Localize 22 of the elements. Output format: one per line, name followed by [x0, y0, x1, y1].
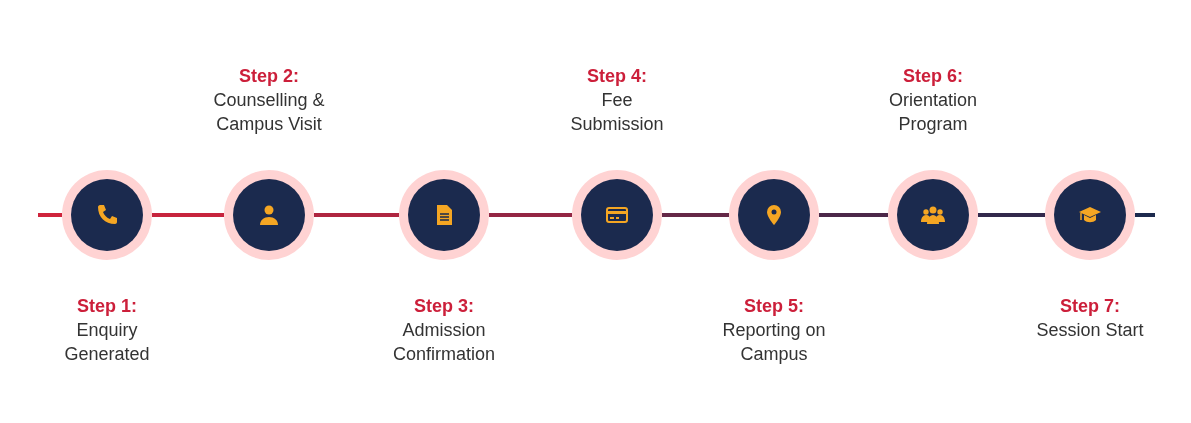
step-number: Step 6: [902, 65, 964, 88]
step-number: Step 3: [413, 295, 475, 318]
timeline-line [819, 213, 888, 217]
step-title: Fee Submission [569, 89, 665, 136]
step-title: Admission Confirmation [391, 319, 496, 366]
timeline-line [489, 213, 572, 217]
step-title: Enquiry Generated [63, 319, 151, 366]
step-number: Step 5: [743, 295, 805, 318]
timeline-line [662, 213, 729, 217]
timeline-line [38, 213, 62, 217]
step-title: Reporting on Campus [721, 319, 827, 366]
step-title: Session Start [1035, 319, 1145, 342]
timeline-line [978, 213, 1045, 217]
timeline-line [1135, 213, 1155, 217]
step-number: Step 1: [76, 295, 138, 318]
step-number: Step 7: [1059, 295, 1121, 318]
step-title: Counselling & Campus Visit [213, 89, 325, 136]
step-number: Step 2: [238, 65, 300, 88]
timeline-line [314, 213, 399, 217]
step-title: Orientation Program [887, 89, 979, 136]
step-number: Step 4: [586, 65, 648, 88]
timeline-line [152, 213, 224, 217]
